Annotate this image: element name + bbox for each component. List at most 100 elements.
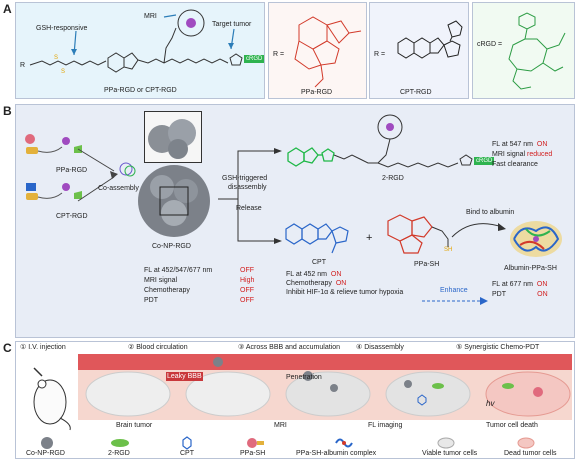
two-rgd-molecule-icon xyxy=(287,114,473,168)
mri-signal-text: MRI signal xyxy=(492,151,526,158)
ppa-fl-677-text: FL at 677 nm xyxy=(492,281,533,288)
co-np-rgd-label: Co-NP-RGD xyxy=(152,243,191,250)
status-chemo-off: OFF xyxy=(240,287,254,294)
panel-a-ppa: R = PPa-RGD xyxy=(268,2,367,99)
svg-text:S: S xyxy=(54,55,58,61)
tumor-scene xyxy=(85,357,571,417)
dead-cell-icon xyxy=(517,437,535,449)
svg-text:S: S xyxy=(61,69,65,75)
fl-547-on: ON xyxy=(536,141,548,148)
panel-a-main: S S GSH-responsive MRI Target tumor R cR… xyxy=(15,2,265,99)
panel-c-label: C xyxy=(3,341,12,355)
rgd-tag-b: cRGD xyxy=(474,157,495,165)
cpt-chemo: Chemotherapy ON xyxy=(286,280,346,287)
panel-b: PPa-RGD CPT-RGD Co-assembly Co-NP-RGD GS… xyxy=(15,104,575,338)
albumin-ppa-sh-label: Albumin-PPa-SH xyxy=(504,265,557,272)
status-pdt-off: OFF xyxy=(240,297,254,304)
panel-a-label: A xyxy=(3,2,12,16)
cpt-rgd-caption: CPT-RGD xyxy=(400,89,432,96)
ppa-sh-molecule-icon xyxy=(387,214,449,254)
sh-label: SH xyxy=(444,247,453,253)
albumin-complex-icon-legend xyxy=(335,438,353,448)
mri-reduced: reduced xyxy=(527,151,553,158)
hv-label: hv xyxy=(486,399,495,408)
legend-2-rgd: 2-RGD xyxy=(108,450,130,457)
mri-label: MRI xyxy=(144,13,157,20)
status-fl-452-547-677: FL at 452/547/677 nm xyxy=(144,267,213,274)
ppa-sh-icon xyxy=(247,438,264,448)
cpt-fl-452-text: FL at 452 nm xyxy=(286,271,327,278)
ppa-rgd-left-label: PPa-RGD xyxy=(56,167,88,174)
blood-vessel-band xyxy=(78,354,572,370)
legend-ppa-sh: PPa-SH xyxy=(240,450,266,457)
legend-dead-cells: Dead tumor cells xyxy=(504,450,557,457)
nanoparticle-icon xyxy=(138,165,210,237)
bind-albumin-arrow xyxy=(451,223,506,238)
status-mri-signal: MRI signal xyxy=(144,277,178,284)
ppa-pdt: PDT ON xyxy=(492,291,548,298)
cpt-structure-icon xyxy=(397,20,463,59)
crgd-structure-icon xyxy=(508,12,566,90)
release-arrows xyxy=(218,148,282,244)
r-equals-ppa: R = xyxy=(273,51,285,58)
cpt-chemo-on: ON xyxy=(335,280,347,287)
fl-547-text: FL at 547 nm xyxy=(492,141,533,148)
caption-fl-imaging: FL imaging xyxy=(368,422,403,429)
co-assembly-arrows xyxy=(77,148,136,202)
albumin-complex-icon xyxy=(510,221,562,257)
panel-c: ① I.V. injection ② Blood circulation ③ A… xyxy=(15,341,575,459)
step-4: ④ Disassembly xyxy=(356,344,404,351)
status-chemotherapy: Chemotherapy xyxy=(144,287,190,294)
target-tumor-label: Target tumor xyxy=(212,21,252,28)
legend: Co-NP-RGD 2-RGD CPT PPa-SH PPa-SH-albumi… xyxy=(16,434,574,458)
cpt-molecule-icon xyxy=(285,223,349,254)
cpt-label-b: CPT xyxy=(312,259,326,266)
probe-backbone-structure: S S xyxy=(29,9,243,75)
leaky-bbb-label: Leaky BBB xyxy=(166,372,203,381)
bind-to-albumin-label: Bind to albumin xyxy=(466,209,515,216)
mouse-illustration xyxy=(33,367,71,431)
status-mri-high: High xyxy=(240,277,255,284)
r-symbol: R xyxy=(20,62,26,69)
mri-signal-label: MRI signal reduced xyxy=(492,151,552,158)
panel-a-crgd: cRGD = xyxy=(472,2,575,99)
probe-name: PPa-RGD or CPT-RGD xyxy=(104,87,177,94)
caption-tumor-cell-death: Tumor cell death xyxy=(486,422,538,429)
disassembly-label: disassembly xyxy=(228,184,267,191)
ppa-fl-on: ON xyxy=(536,281,548,288)
two-rgd-label: 2-RGD xyxy=(382,175,404,182)
hexagon-icon xyxy=(182,436,192,450)
legend-albumin-complex: PPa-SH-albumin complex xyxy=(296,450,377,457)
legend-cpt: CPT xyxy=(180,450,194,457)
plus-sign: + xyxy=(366,232,373,244)
step-1: ① I.V. injection xyxy=(20,344,66,351)
cpt-rgd-molecule-icon xyxy=(26,183,82,200)
cpt-fl-on: ON xyxy=(330,271,342,278)
cpt-chemo-text: Chemotherapy xyxy=(286,280,332,287)
viable-cell-icon xyxy=(437,437,455,449)
cpt-rgd-left-label: CPT-RGD xyxy=(56,213,88,220)
crgd-tag: cRGD xyxy=(244,55,265,63)
penetration-label: Penetration xyxy=(286,374,322,381)
legend-co-np-rgd: Co-NP-RGD xyxy=(26,450,65,457)
r-equals-cpt: R = xyxy=(374,51,386,58)
2rgd-icon xyxy=(111,439,129,447)
caption-mri: MRI xyxy=(274,422,287,429)
step-5: ⑤ Synergistic Chemo-PDT xyxy=(456,344,540,351)
nanoparticle-icon-legend xyxy=(41,437,53,449)
fl-547-label: FL at 547 nm ON xyxy=(492,141,547,148)
ppa-pdt-on: ON xyxy=(537,291,548,298)
co-assembly-label: Co-assembly xyxy=(98,185,139,192)
cpt-inhibit: Inhibit HIF-1α & relieve tumor hypoxia xyxy=(286,289,404,296)
release-label: Release xyxy=(236,205,262,212)
step-2: ② Blood circulation xyxy=(128,344,188,351)
status-pdt: PDT xyxy=(144,297,158,304)
ppa-fl-677: FL at 677 nm ON xyxy=(492,281,547,288)
caption-brain-tumor: Brain tumor xyxy=(116,422,153,429)
ppa-structure-icon xyxy=(294,16,362,88)
ppa-rgd-caption: PPa-RGD xyxy=(301,89,333,96)
legend-viable-cells: Viable tumor cells xyxy=(422,450,478,457)
cpt-fl-452: FL at 452 nm ON xyxy=(286,271,341,278)
zoomed-particles-icon xyxy=(148,119,196,159)
crgd-equals: cRGD = xyxy=(477,41,503,48)
